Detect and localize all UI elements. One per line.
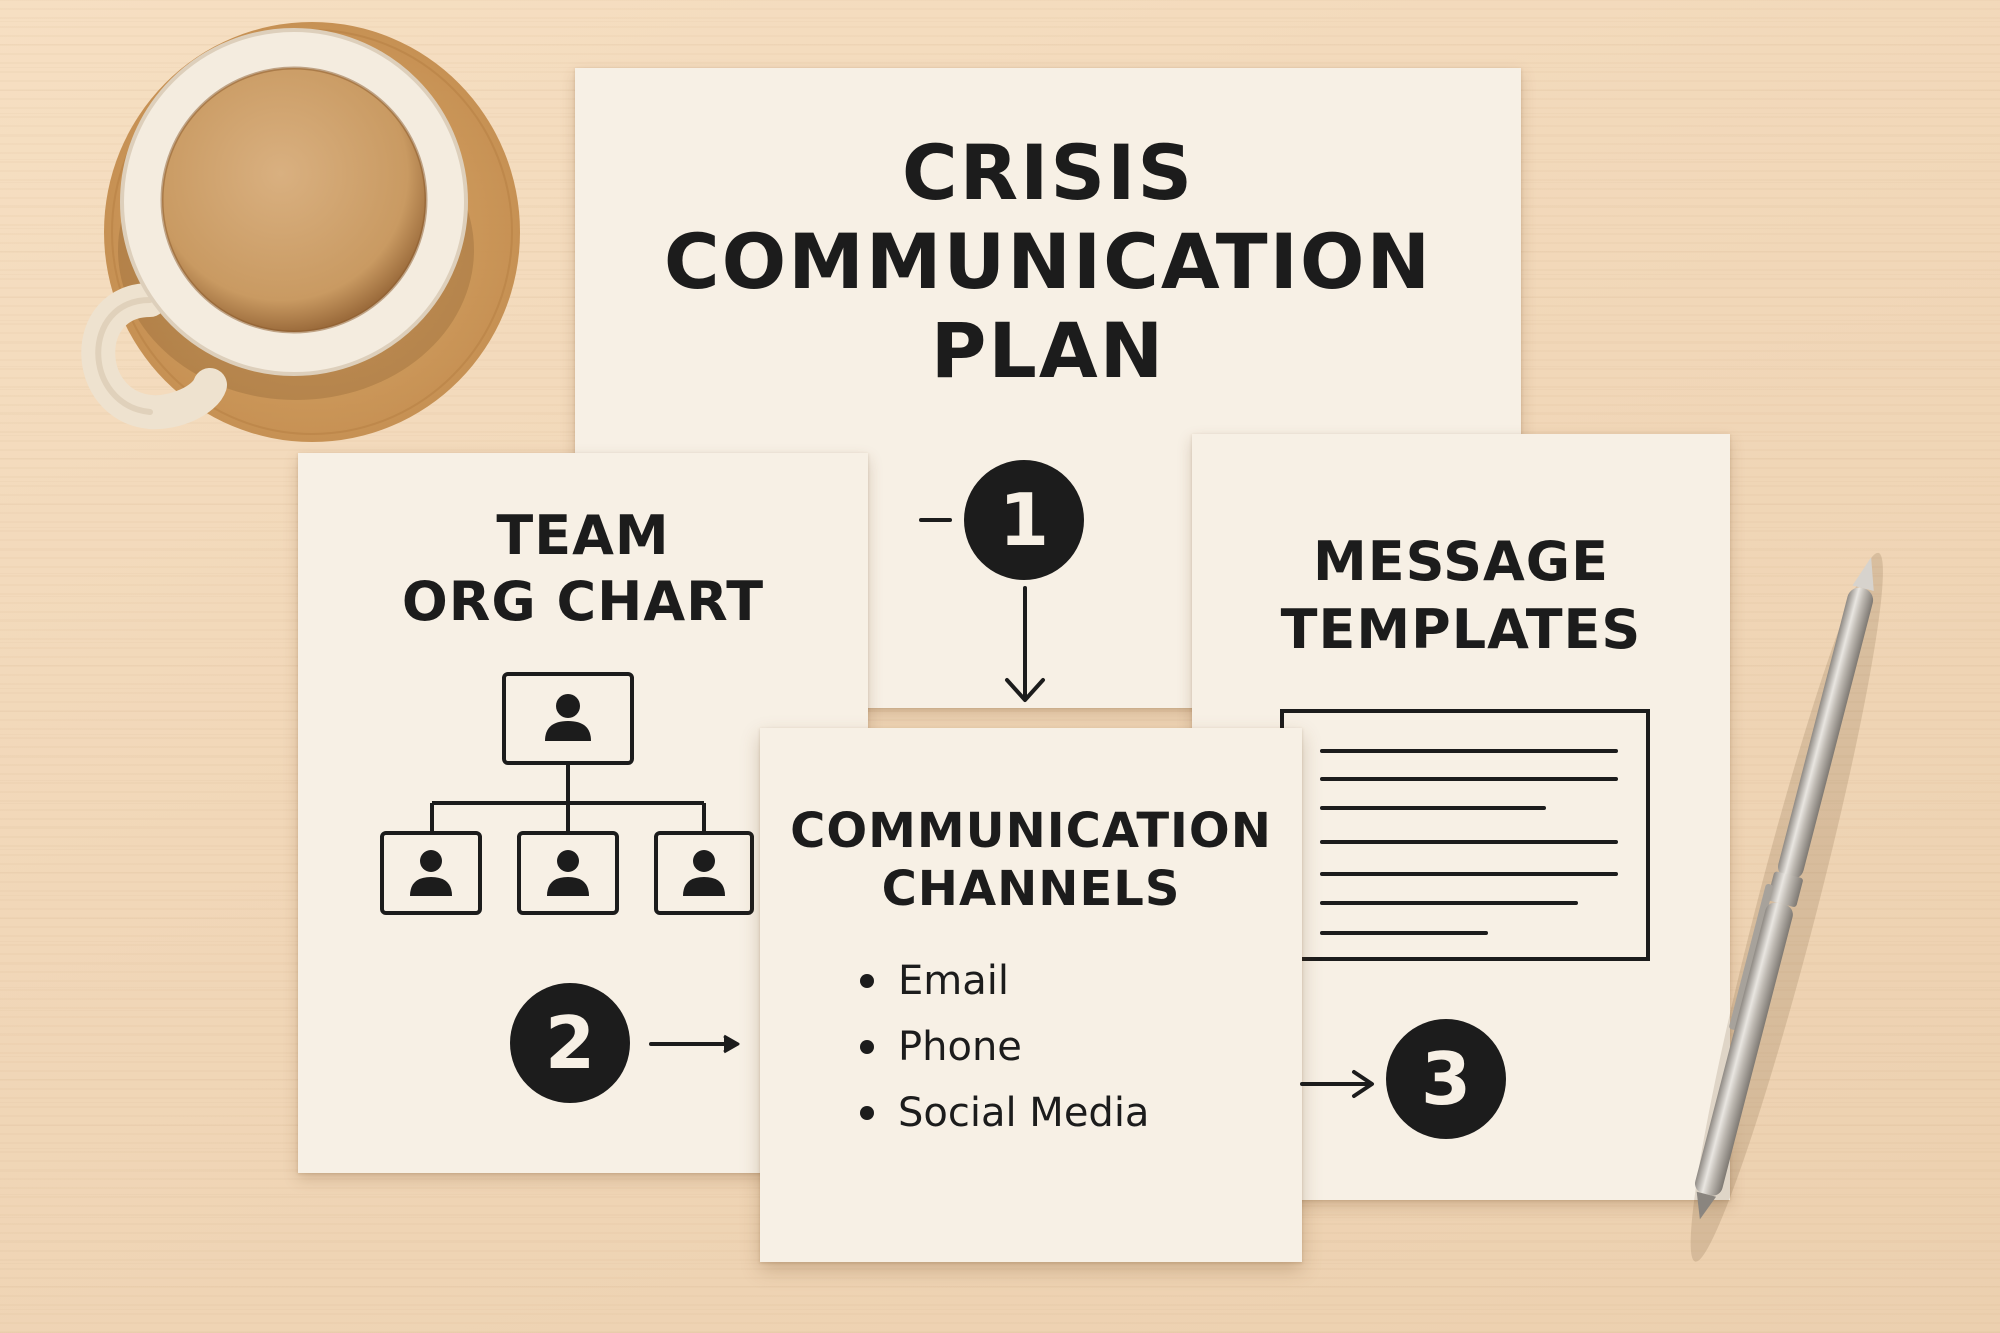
- org-chart-diagram: [380, 672, 754, 915]
- title-line: MESSAGE: [1313, 530, 1609, 593]
- channel-item: Social Media: [860, 1080, 1149, 1146]
- channel-label: Social Media: [898, 1090, 1150, 1136]
- person-icon: [547, 850, 589, 896]
- org-node-member: [517, 831, 619, 915]
- person-icon: [410, 850, 452, 896]
- person-icon: [545, 694, 591, 741]
- step-1-badge: 1: [964, 460, 1084, 580]
- title-line: PLAN: [930, 306, 1166, 395]
- bullet-icon: [860, 1040, 874, 1054]
- person-icon: [683, 850, 725, 896]
- title-line: TEMPLATES: [1280, 598, 1642, 661]
- step-2-badge: 2: [510, 983, 630, 1103]
- title-line: COMMUNICATION: [790, 803, 1272, 859]
- org-node-manager: [502, 672, 634, 765]
- communication-channels-title: COMMUNICATION CHANNELS: [760, 802, 1302, 918]
- title-line: CRISIS: [901, 128, 1195, 217]
- communication-channels-card: COMMUNICATION CHANNELS Email Phone Socia…: [760, 728, 1302, 1262]
- title-line: CHANNELS: [881, 861, 1181, 917]
- channel-item: Email: [860, 948, 1149, 1014]
- channel-label: Phone: [898, 1024, 1022, 1070]
- message-templates-title: MESSAGE TEMPLATES: [1192, 528, 1730, 664]
- channel-item: Phone: [860, 1014, 1149, 1080]
- channel-label: Email: [898, 958, 1009, 1004]
- title-line: ORG CHART: [401, 570, 765, 633]
- bullet-icon: [860, 974, 874, 988]
- org-node-member: [654, 831, 754, 915]
- org-node-member: [380, 831, 482, 915]
- step-3-badge: 3: [1386, 1019, 1506, 1139]
- title-line: COMMUNICATION: [663, 217, 1433, 306]
- crisis-plan-title: CRISIS COMMUNICATION PLAN: [575, 128, 1521, 395]
- channel-list: Email Phone Social Media: [860, 948, 1149, 1146]
- title-line: TEAM: [496, 504, 670, 567]
- team-org-chart-title: TEAM ORG CHART: [298, 503, 868, 635]
- bullet-icon: [860, 1106, 874, 1120]
